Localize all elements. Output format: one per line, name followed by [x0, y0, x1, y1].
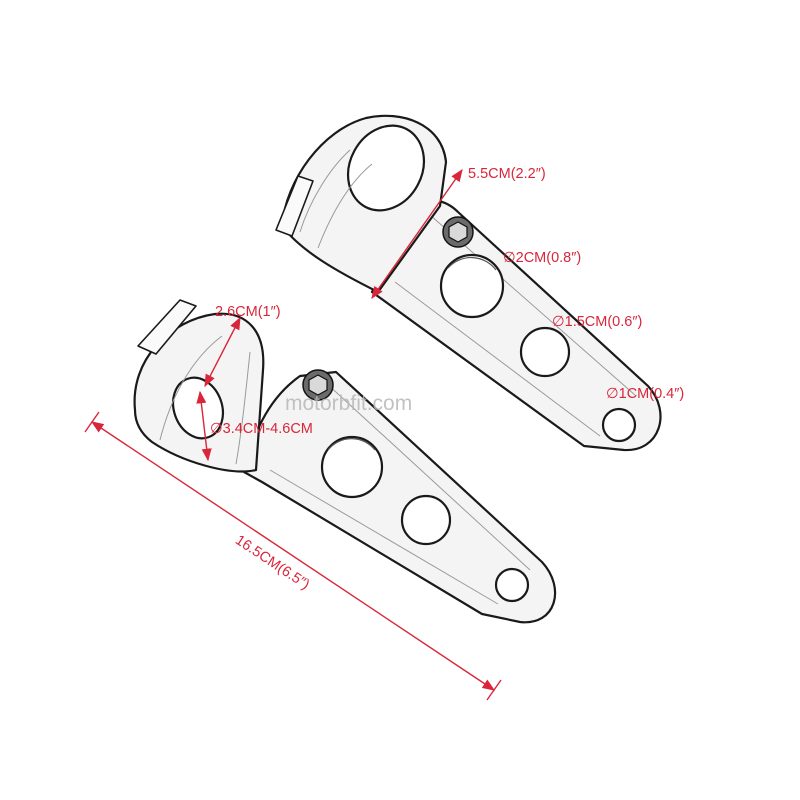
- dimension-line-clamp-width: [204, 316, 241, 388]
- label-hole-large: ∅2CM(0.8″): [503, 250, 581, 266]
- label-clamp-width: 2.6CM(1″): [215, 304, 281, 320]
- label-clamp-diameter: ∅3.4CM-4.6CM: [210, 421, 313, 437]
- upper-bracket-clamp-tab: [275, 175, 314, 237]
- lower-bolt-icon: [302, 369, 334, 401]
- label-hole-medium: ∅1.5CM(0.6″): [552, 314, 642, 330]
- upper-bracket-clamp-shading: [299, 149, 373, 249]
- upper-bolt-icon: [442, 216, 474, 248]
- watermark-text: motorbfit.com: [285, 392, 412, 415]
- upper-hole-large: [439, 253, 505, 319]
- upper-hole-small: [601, 407, 637, 443]
- lower-hole-small: [494, 567, 530, 603]
- dimension-tick-total-end: [486, 679, 502, 701]
- label-upper-width: 5.5CM(2.2″): [468, 166, 546, 182]
- dimension-tick-total-start: [84, 411, 100, 433]
- lower-bracket-clamp-tab: [137, 299, 197, 355]
- lower-hole-medium: [400, 494, 452, 546]
- upper-hole-medium: [519, 326, 571, 378]
- dimension-line-total-length: [90, 421, 496, 691]
- dimension-line-upper-width: [371, 168, 463, 300]
- label-hole-small: ∅1CM(0.4″): [606, 386, 684, 402]
